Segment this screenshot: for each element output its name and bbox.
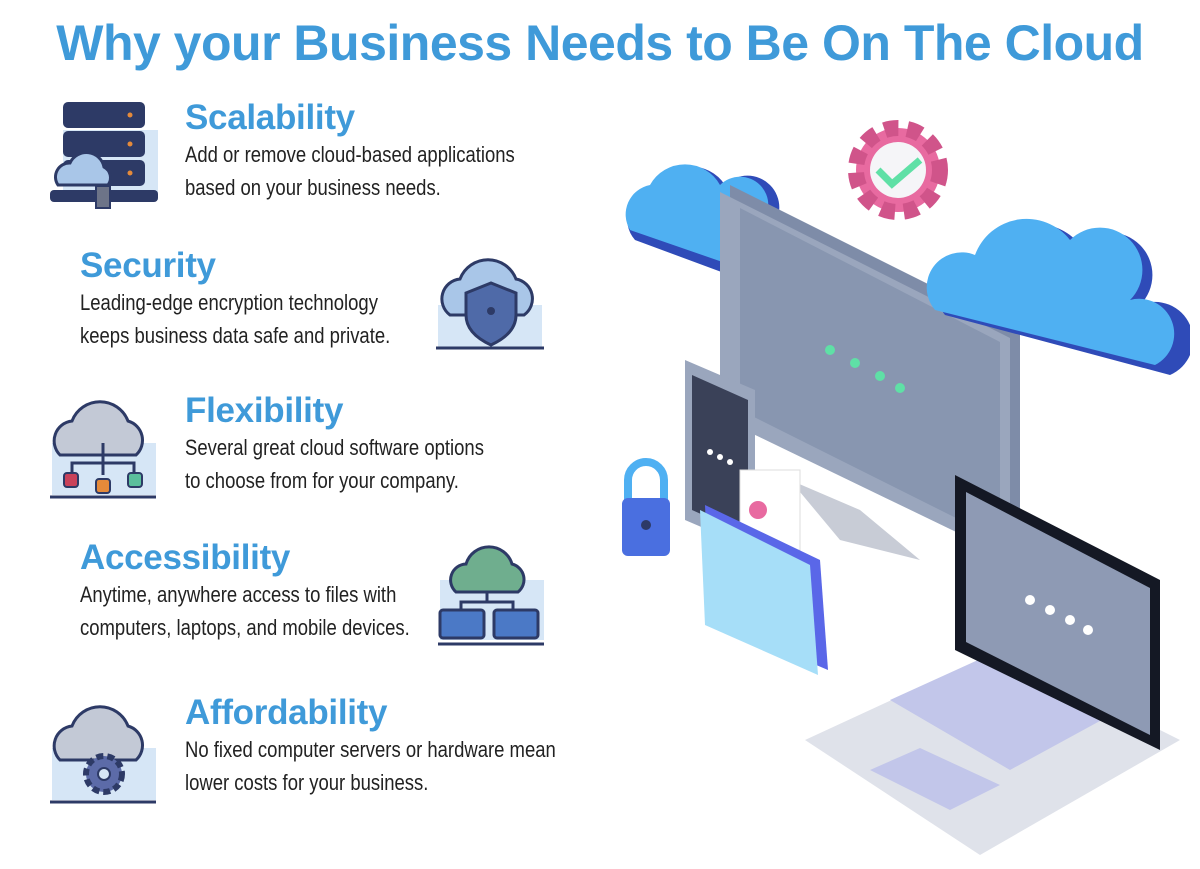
laptop-icon [805, 475, 1180, 855]
cloud-gear-icon [50, 705, 156, 804]
feature-heading: Scalability [185, 98, 355, 137]
page-title: Why your Business Needs to Be On The Clo… [56, 15, 1144, 71]
feature-text: No fixed computer servers or hardware me… [185, 737, 556, 762]
feature-heading: Flexibility [185, 391, 344, 430]
feature-text: lower costs for your business. [185, 770, 429, 795]
cloud-shield-icon [436, 258, 544, 350]
cloud-right-icon [926, 218, 1190, 375]
cloud-network-icon [50, 400, 156, 499]
server-cloud-icon [50, 102, 158, 209]
cloud-computers-icon [438, 545, 544, 646]
feature-affordability: Affordability No fixed computer servers … [185, 693, 626, 799]
feature-text: computers, laptops, and mobile devices. [80, 615, 410, 640]
feature-security: Security Leading-edge encryption technol… [80, 246, 449, 352]
monitor-icon [720, 185, 1020, 560]
feature-text: Several great cloud software options [185, 435, 484, 460]
feature-text: based on your business needs. [185, 175, 441, 200]
feature-flexibility: Flexibility Several great cloud software… [185, 391, 541, 497]
feature-text: to choose from for your company. [185, 468, 459, 493]
feature-heading: Accessibility [80, 538, 291, 577]
feature-text: Leading-edge encryption technology [80, 290, 378, 315]
feature-text: keeps business data safe and private. [80, 323, 391, 348]
feature-heading: Affordability [185, 693, 388, 732]
feature-text: Add or remove cloud-based applications [185, 142, 515, 167]
feature-accessibility: Accessibility Anytime, anywhere access t… [80, 538, 473, 644]
phone-icon [685, 360, 755, 550]
padlock-icon [622, 458, 670, 556]
gear-check-icon [848, 120, 948, 220]
feature-heading: Security [80, 246, 216, 285]
feature-text: Anytime, anywhere access to files with [80, 582, 397, 607]
cloud-devices-illustration [622, 120, 1190, 855]
feature-scalability: Scalability Add or remove cloud-based ap… [185, 98, 578, 204]
folder-document-icon [700, 469, 828, 675]
